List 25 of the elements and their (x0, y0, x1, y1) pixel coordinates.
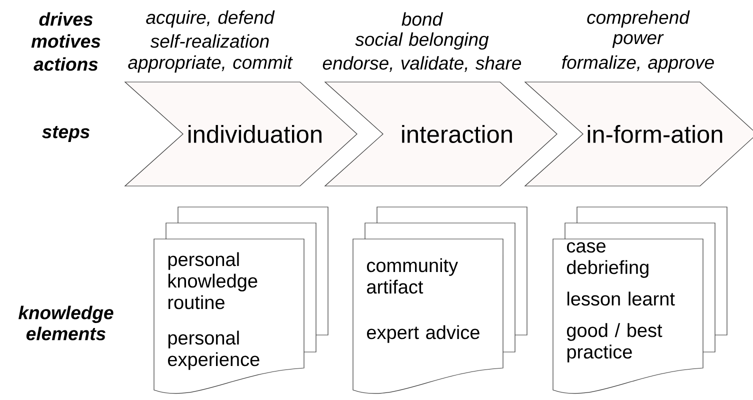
node-label: good / best practice (567, 323, 662, 362)
node-label: expert advice (367, 325, 480, 343)
row-text: endorse, validate, share (322, 56, 522, 72)
node-label: personal knowledge routine (168, 252, 258, 310)
row-text: social belonging (355, 32, 489, 50)
row-label: steps (42, 126, 90, 142)
node-label: in-form-ation (588, 125, 722, 143)
document-stack: community artifact expert advice (352, 206, 528, 394)
row-text: self-realization (150, 34, 269, 48)
node-label: case debriefing (567, 242, 648, 278)
node-label: community artifact (367, 258, 458, 294)
row-label: motives (31, 34, 100, 48)
row-text: formalize, approve (562, 55, 714, 73)
row-text: power (612, 34, 664, 48)
row-text: bond (402, 12, 444, 26)
row-label: knowledge elements (18, 306, 114, 340)
document-stack: personal knowledge routine personal experience (154, 206, 328, 394)
row-text: acquire, defend (146, 10, 275, 28)
document-stack: case debriefing lesson learnt good / best practice (552, 206, 728, 394)
row-text: comprehend (587, 10, 690, 28)
row-label: drives (39, 12, 93, 26)
row-text: appropriate, commit (128, 55, 293, 73)
node-label: lesson learnt (567, 292, 675, 306)
row-label: actions (34, 57, 98, 71)
node-label: personal experience (168, 330, 260, 370)
